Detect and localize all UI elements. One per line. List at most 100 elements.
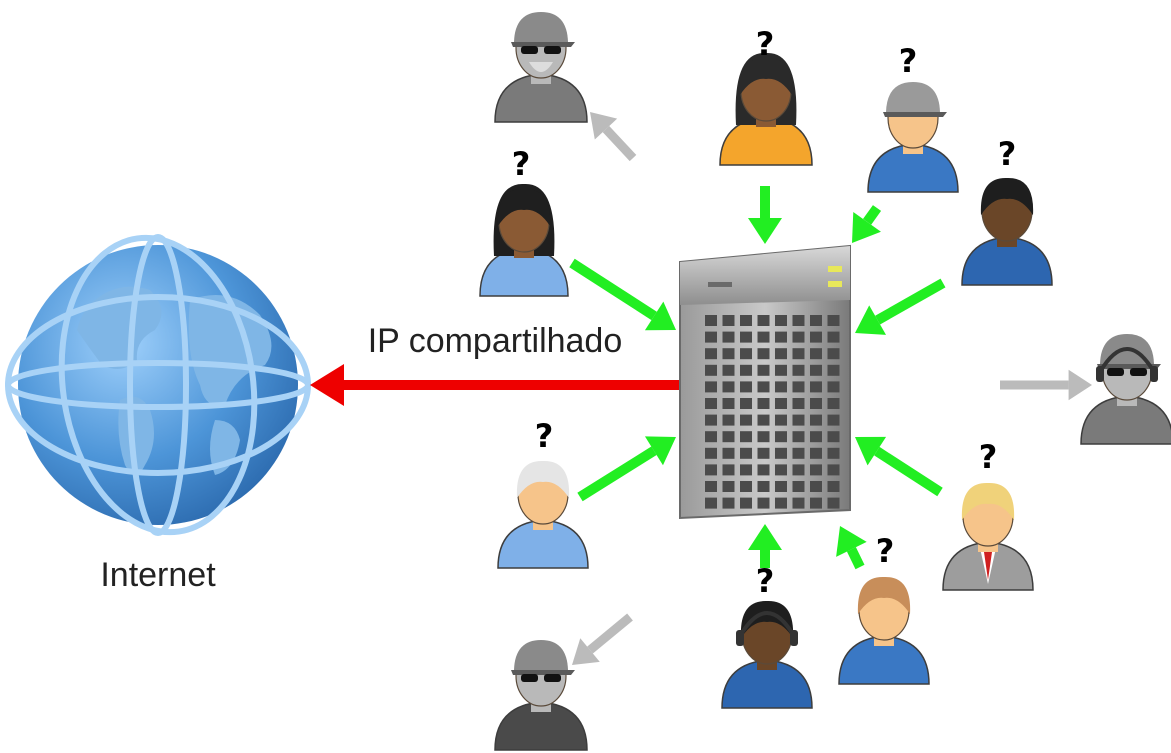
server-vent [827, 381, 840, 393]
server-vent [740, 497, 752, 509]
server-vent [722, 381, 735, 393]
server-vent [827, 497, 840, 509]
server-vent [792, 497, 805, 509]
unknown-user-question-mark: ? [998, 135, 1017, 173]
unknown-user-question-mark: ? [535, 417, 554, 455]
client-arrow [855, 436, 943, 497]
server-vent [792, 481, 805, 492]
client-arrow [836, 526, 867, 570]
server-vent [757, 398, 770, 409]
server-vent [775, 431, 787, 443]
client-arrow [569, 258, 676, 331]
server-vent [775, 381, 787, 393]
server-vent [775, 464, 787, 476]
internet-label: Internet [100, 556, 216, 594]
server-vent [775, 481, 787, 492]
unknown-user-question-mark: ? [979, 438, 998, 476]
server-vent [775, 348, 787, 360]
client-connection-arrows [569, 186, 946, 570]
server-vent [810, 481, 822, 492]
server-vent [827, 431, 840, 443]
server-vent [775, 447, 787, 459]
server-vent [775, 331, 787, 343]
server-vent [757, 381, 770, 393]
server-vent [722, 481, 735, 492]
server-vent [740, 315, 752, 326]
attacker-arrows [572, 112, 1092, 665]
server-vent [775, 398, 787, 409]
server-vent [827, 447, 840, 459]
server-vent [775, 364, 787, 376]
server-vent [757, 348, 770, 360]
server-vent [705, 315, 717, 326]
hacker-icon [494, 12, 588, 123]
server-vent [722, 364, 735, 376]
client-arrow [748, 186, 782, 244]
server-vent [705, 431, 717, 443]
client-arrow [748, 524, 782, 568]
server-vent [705, 398, 717, 409]
user-icon [497, 460, 589, 569]
unknown-user-question-mark: ? [756, 562, 775, 600]
server-vent [705, 364, 717, 376]
user-icon [719, 52, 813, 166]
people [479, 12, 1171, 751]
server-vent [757, 431, 770, 443]
server-vent [722, 431, 735, 443]
hacker-icon [494, 640, 588, 751]
server-vent [740, 398, 752, 409]
server-vent [827, 481, 840, 492]
shared-ip-arrow [310, 364, 680, 406]
attacker-arrow [590, 112, 637, 162]
server-vent [827, 464, 840, 476]
client-arrow [855, 278, 946, 335]
server-vent [705, 331, 717, 343]
server-vent [810, 414, 822, 426]
server-vent [740, 447, 752, 459]
server-vent [722, 464, 735, 476]
server-vent [705, 381, 717, 393]
server-vent [740, 481, 752, 492]
server-vent [757, 464, 770, 476]
client-arrow [852, 205, 882, 243]
server-vent [810, 315, 822, 326]
server-vent [775, 414, 787, 426]
server-vent [722, 414, 735, 426]
attacker-arrow [572, 613, 633, 665]
client-arrow [577, 436, 676, 502]
hacker-icon [1080, 334, 1171, 445]
globe-icon [5, 234, 311, 536]
server-vent-grid [705, 315, 840, 509]
server-vent [757, 331, 770, 343]
server-vent [810, 331, 822, 343]
server-vent [827, 414, 840, 426]
server-vent [740, 364, 752, 376]
server-vent [827, 315, 840, 326]
unknown-user-question-mark: ? [756, 25, 775, 63]
user-icon [479, 183, 569, 297]
server-vent [810, 398, 822, 409]
attacker-arrow [1000, 369, 1092, 401]
server-vent [827, 398, 840, 409]
user-icon [867, 82, 959, 193]
server-vent [792, 398, 805, 409]
server-vent [792, 331, 805, 343]
server-vent [810, 364, 822, 376]
server-vent [722, 398, 735, 409]
server-vent [740, 431, 752, 443]
unknown-user-question-mark: ? [899, 42, 918, 80]
server-vent [740, 381, 752, 393]
user-icon [721, 600, 813, 709]
server-vent [740, 348, 752, 360]
server-vent [775, 497, 787, 509]
server-vent [705, 414, 717, 426]
server-vent [810, 348, 822, 360]
server-vent [792, 414, 805, 426]
shared-ip-label: IP compartilhado [368, 322, 623, 360]
server-vent [792, 315, 805, 326]
server-vent [705, 447, 717, 459]
server-vent [810, 381, 822, 393]
server-vent [722, 348, 735, 360]
server-vent [810, 447, 822, 459]
